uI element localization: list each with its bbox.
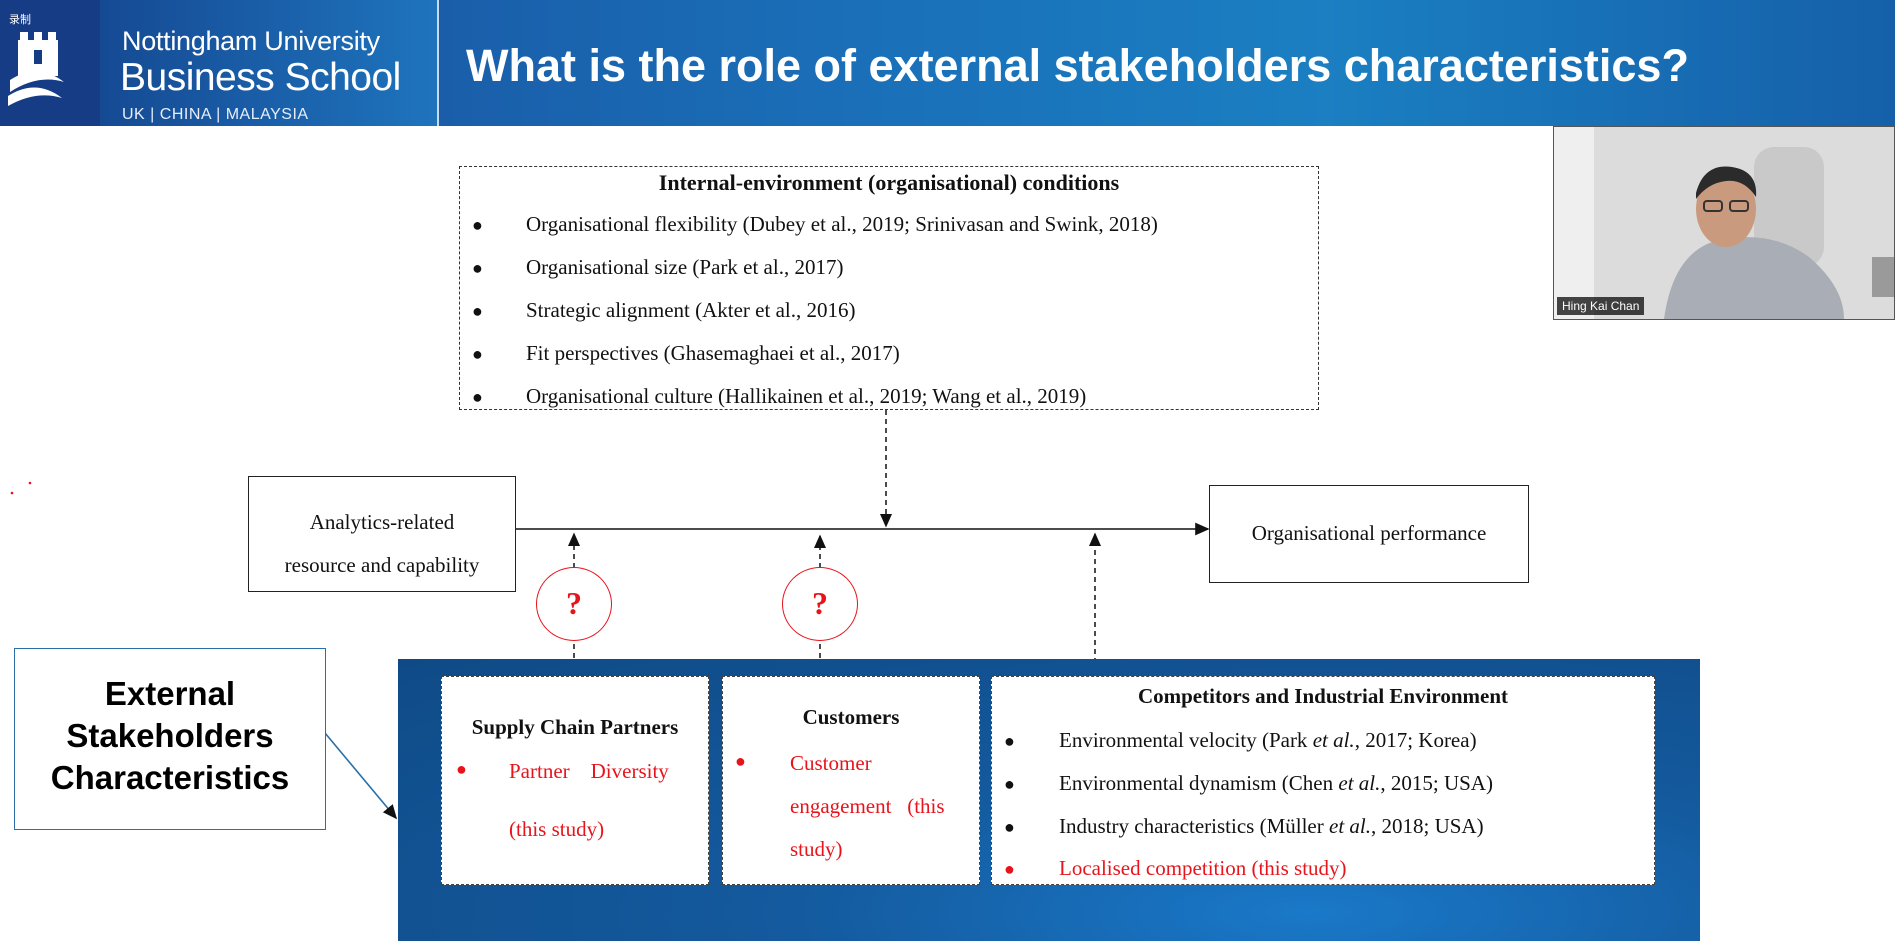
organisational-performance-box: Organisational performance — [1209, 485, 1529, 583]
competitor-item: ●Environmental dynamism (Chen et al., 20… — [1004, 771, 1493, 795]
analytics-resource-box: Analytics-related resource and capabilit… — [248, 476, 516, 592]
campus-list: UK | CHINA | MALAYSIA — [122, 106, 309, 123]
participant-video-tile[interactable] — [1553, 126, 1895, 320]
participant-name-label: Hing Kai Chan — [1557, 297, 1645, 315]
question-mark-moderator: ? — [536, 567, 612, 641]
internal-condition-item: ●Strategic alignment (Akter et al., 2016… — [472, 298, 856, 322]
bullet: ● — [735, 751, 746, 771]
supply-chain-partners-box: Supply Chain Partners ● Partner Diversit… — [441, 676, 709, 885]
question-mark-moderator: ? — [782, 567, 858, 641]
recording-label: 录制 — [9, 13, 31, 26]
competitor-item: ●Industry characteristics (Müller et al.… — [1004, 814, 1484, 838]
internal-conditions-title: Internal-environment (organisational) co… — [658, 170, 1120, 195]
university-name: Nottingham University — [122, 26, 380, 56]
internal-condition-item: ●Organisational culture (Hallikainen et … — [472, 384, 1087, 408]
internal-condition-item: ●Fit perspectives (Ghasemaghaei et al., … — [472, 341, 900, 365]
customers-box: Customers ● Customer engagement (this st… — [722, 676, 980, 885]
logo-divider — [437, 0, 439, 126]
external-stakeholders-label-box — [14, 648, 326, 830]
school-name: Business School — [120, 56, 401, 99]
external-stakeholders-label: External Stakeholders Characteristics — [50, 675, 290, 796]
competitor-item: ●Environmental velocity (Park et al., 20… — [1004, 728, 1477, 752]
internal-conditions-box — [459, 166, 1319, 410]
slide-title: What is the role of external stakeholder… — [466, 40, 1689, 91]
internal-condition-item: ●Organisational flexibility (Dubey et al… — [472, 212, 1158, 236]
competitor-item-highlight: ●Localised competition (this study) — [1004, 856, 1347, 880]
competitors-industrial-box: Competitors and Industrial Environment ●… — [991, 676, 1655, 885]
internal-condition-item: ●Organisational size (Park et al., 2017) — [472, 255, 844, 279]
university-crest — [0, 0, 100, 126]
bullet: ● — [456, 759, 467, 779]
